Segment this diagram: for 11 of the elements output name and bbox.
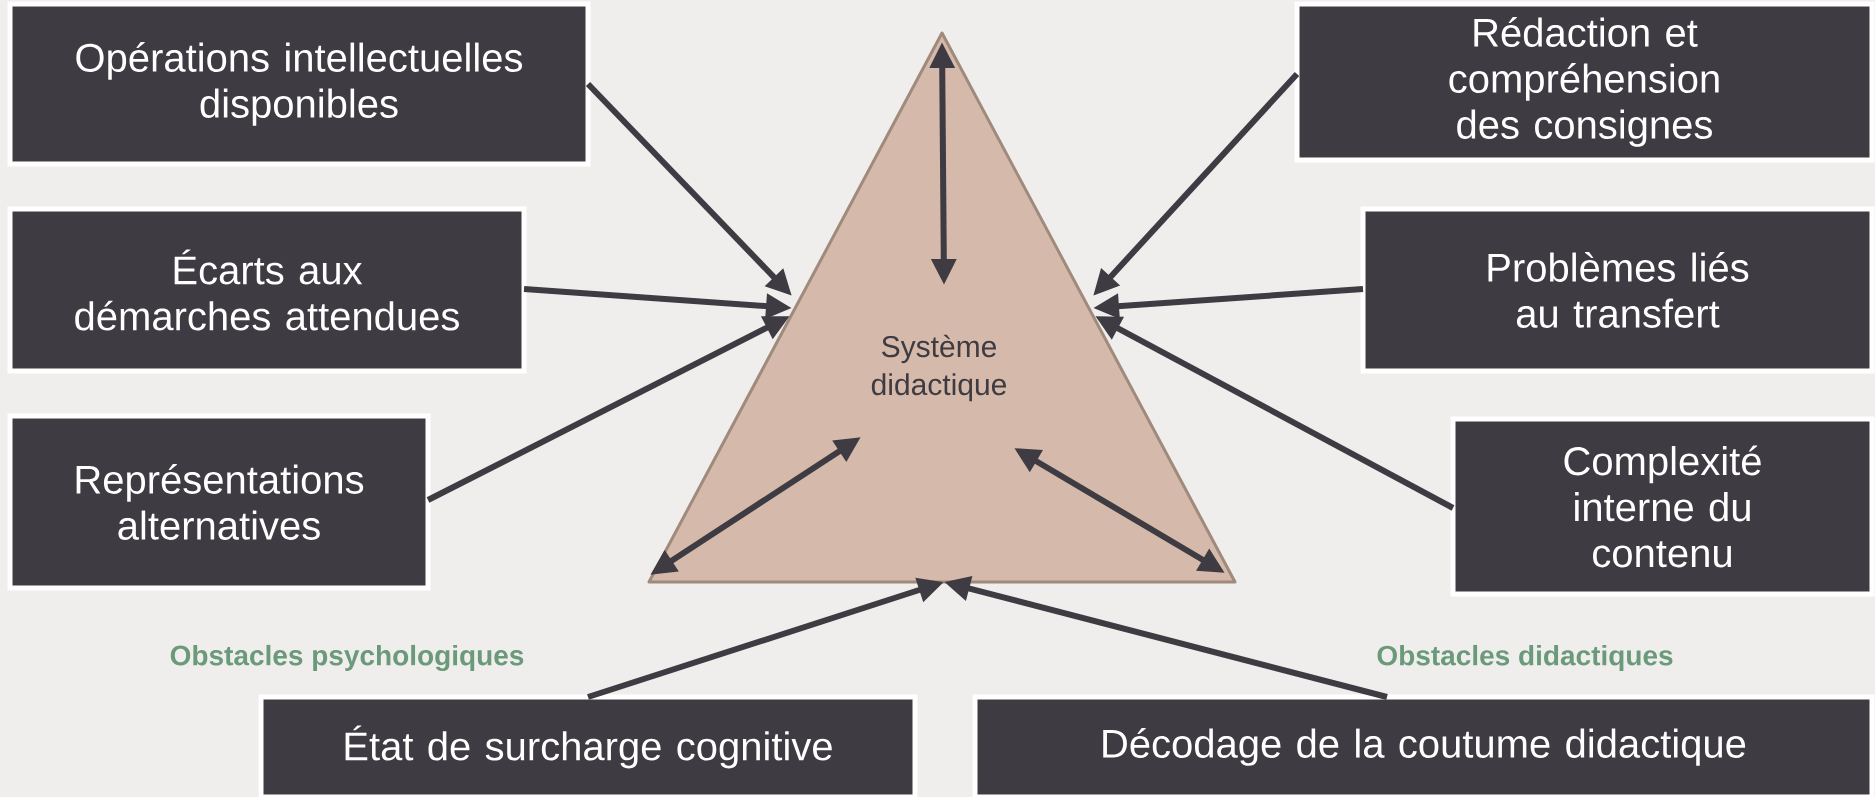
- text-box: Écarts aux démarches attendues: [7, 206, 527, 374]
- text-box: État de surcharge cognitive: [258, 694, 918, 797]
- text-box: Complexité interne du contenu: [1450, 416, 1875, 597]
- text-box: Représentations alternatives: [7, 413, 431, 591]
- text-box: Opérations intellectuelles disponibles: [7, 1, 591, 167]
- center-label: Système didactique: [871, 334, 1007, 402]
- group-label: Obstacles didactiques: [1377, 644, 1673, 672]
- text-box: Rédaction et compréhension des consignes: [1294, 1, 1875, 163]
- group-label: Obstacles psychologiques: [170, 644, 524, 672]
- text-box: Décodage de la coutume didactique: [972, 694, 1875, 797]
- text-box: Problèmes liés au transfert: [1360, 206, 1875, 374]
